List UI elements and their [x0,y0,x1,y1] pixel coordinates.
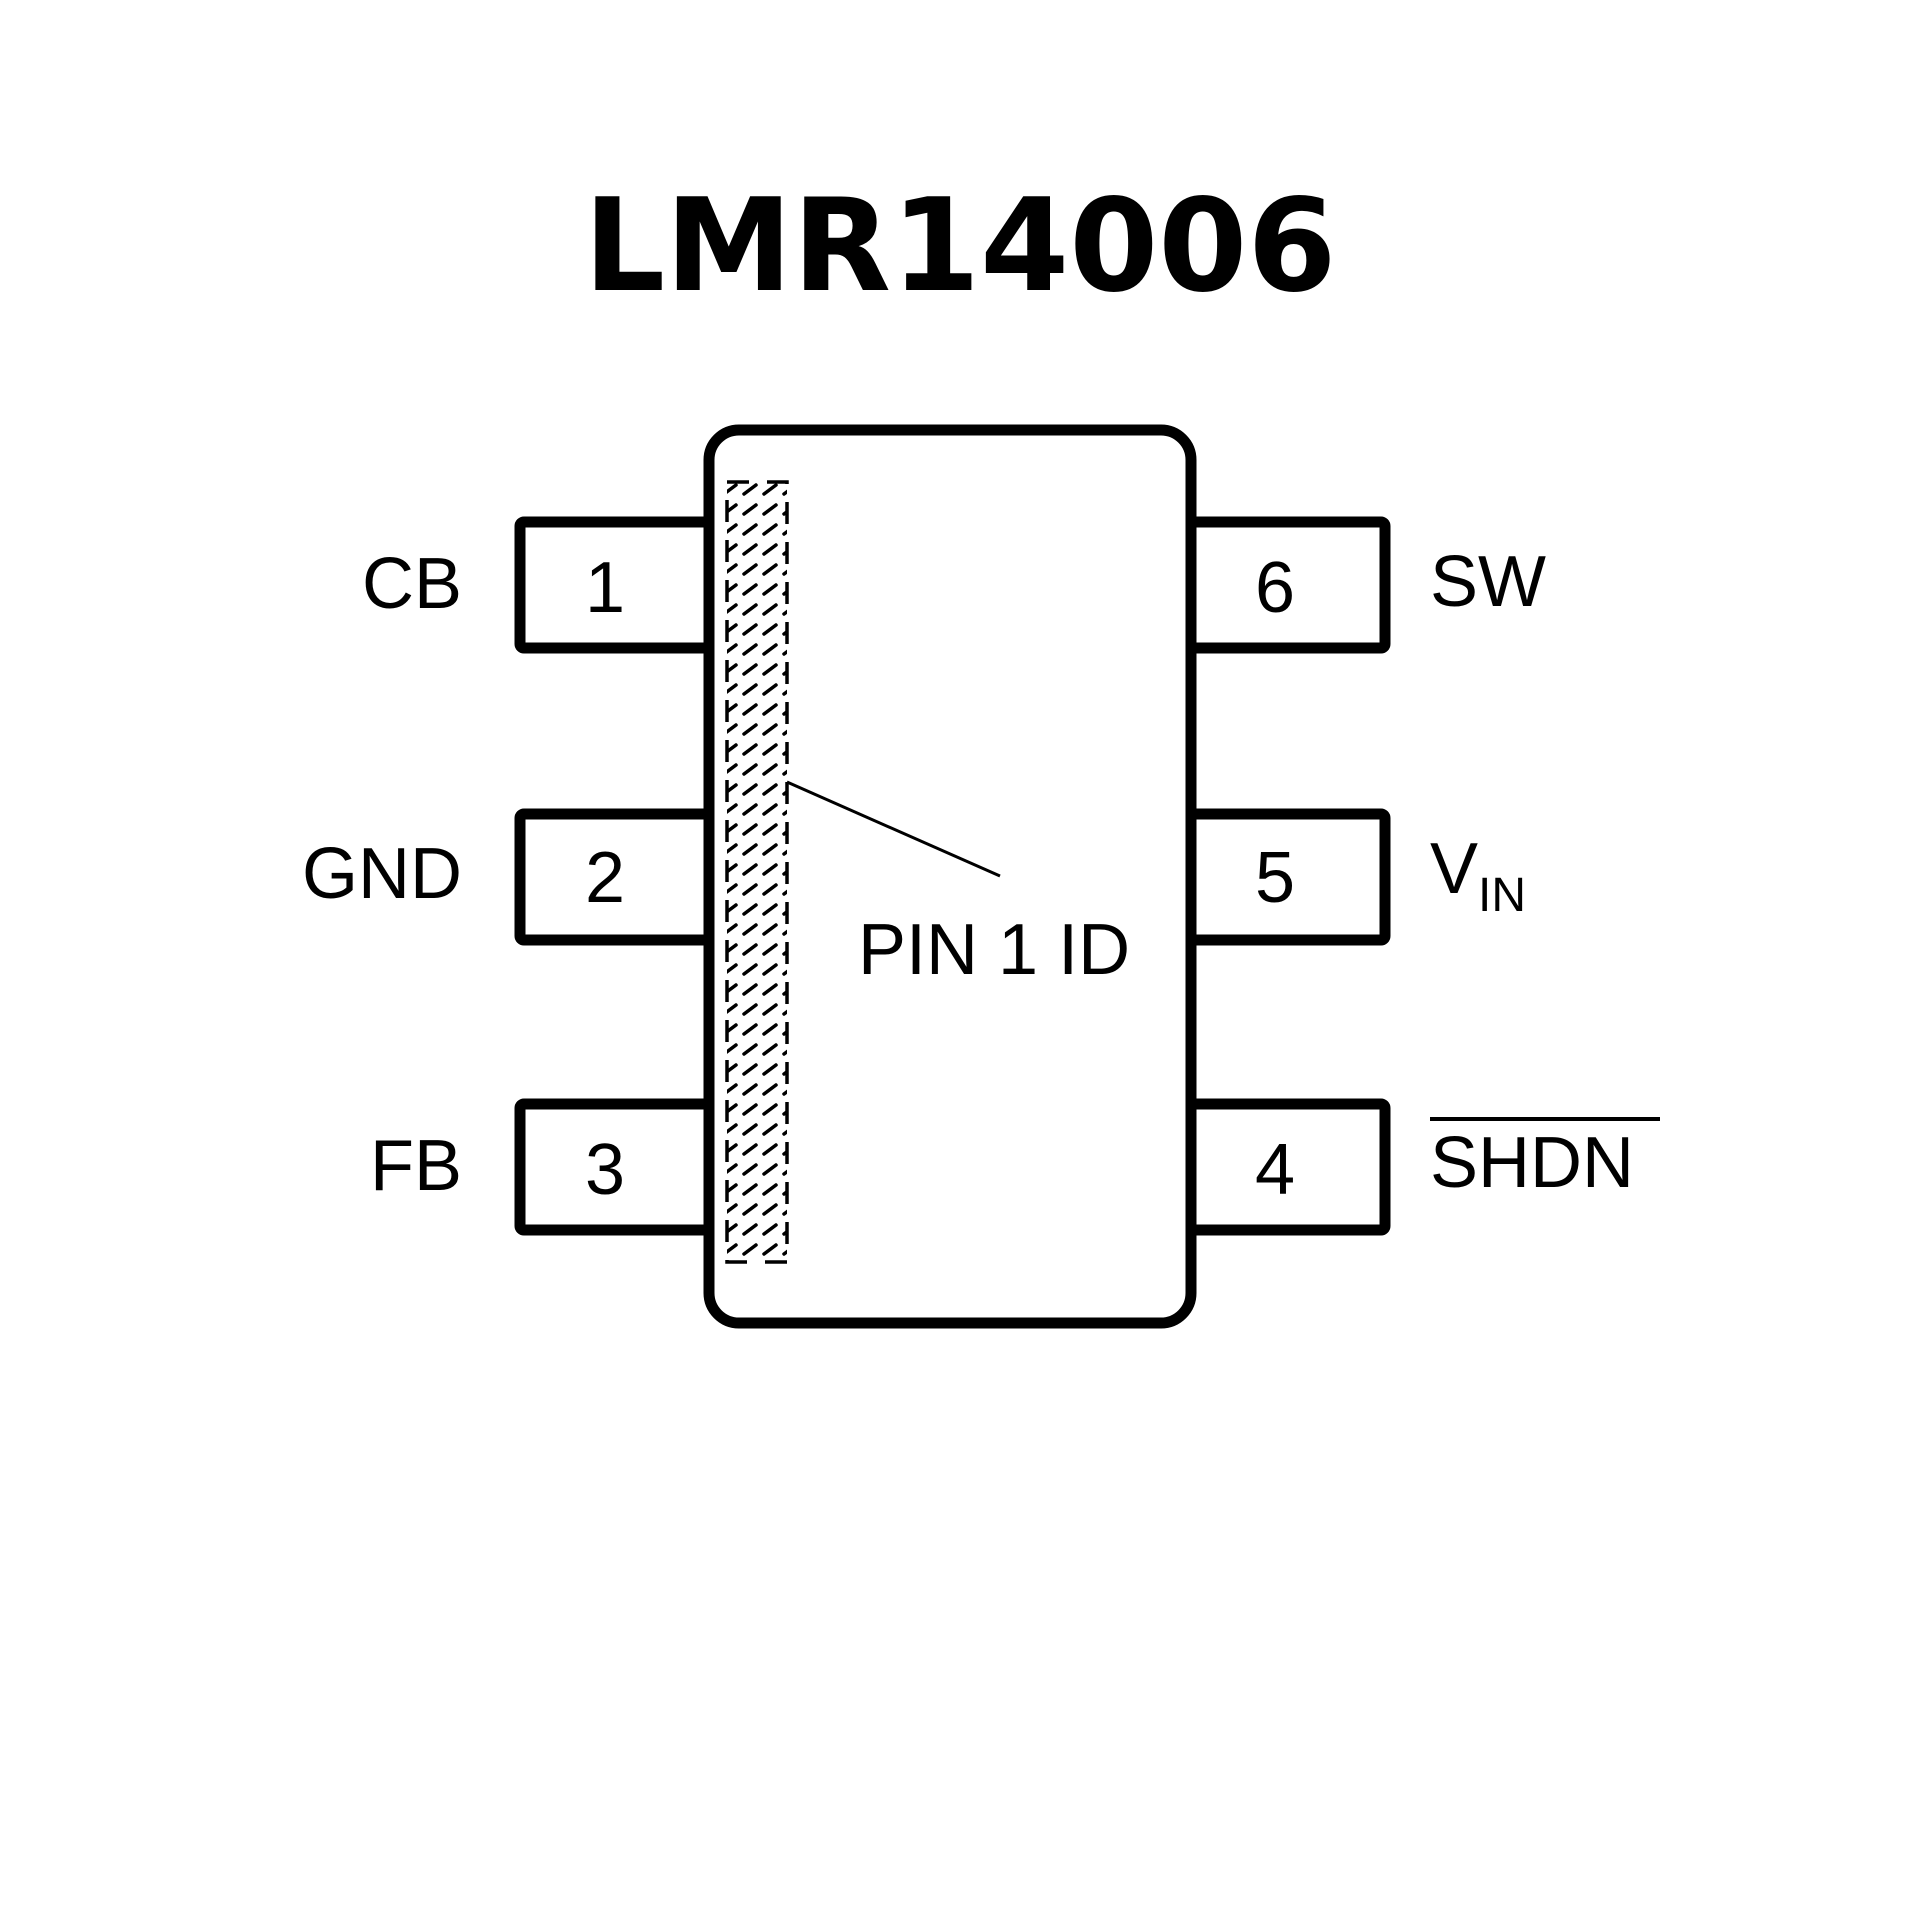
pin-5-number: 5 [1255,838,1295,918]
package-body [703,424,1197,1329]
pin-3: 3 FB [370,1098,721,1236]
pin-5-name: VIN [1430,829,1526,922]
pin-5-name-subscript: IN [1478,869,1526,922]
pin1-id-label: PIN 1 ID [858,910,1130,990]
pin-5-name-main: V [1430,829,1478,909]
pin-3-name: FB [370,1126,462,1206]
pin1-id-outline [725,480,789,1264]
pin-6-number: 6 [1255,548,1295,628]
pin1-id-leader-line [786,780,1001,878]
pin-2-number: 2 [585,838,625,918]
pin-1-name: CB [362,544,462,624]
pin-1-number: 1 [585,548,625,628]
pin-4-number: 4 [1255,1130,1295,1210]
pin-6-name: SW [1430,542,1546,622]
pin1-id-hatch [727,482,787,1262]
pin-4-name: SHDN [1430,1123,1634,1203]
pin-6: 6 SW [1184,516,1546,654]
pin-5: 5 VIN [1184,808,1526,946]
pin-2-name: GND [302,834,462,914]
pin-1: 1 CB [362,516,721,654]
pin-3-number: 3 [585,1130,625,1210]
chip-title: LMR14006 [584,172,1337,321]
pin-2: 2 GND [302,808,721,946]
pin-4: 4 SHDN [1184,1098,1660,1236]
